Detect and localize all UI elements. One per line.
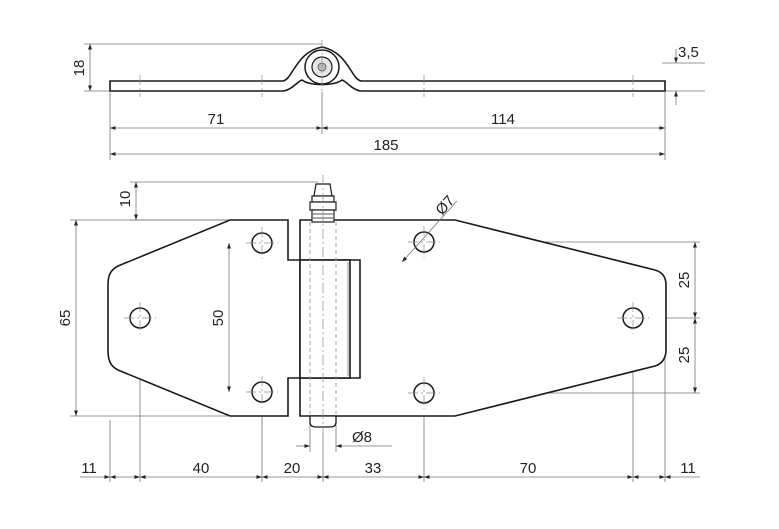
left-leaf — [107, 219, 301, 417]
left-hole-spacing-label: 50 — [210, 310, 227, 327]
bottom-dim-1: 11 — [81, 460, 97, 477]
right-length-label: 114 — [491, 111, 515, 128]
bottom-dim-3: 20 — [284, 460, 301, 477]
side-view-plate — [109, 46, 666, 92]
total-length-label: 185 — [373, 137, 398, 154]
bottom-dim-5: 70 — [520, 460, 537, 477]
side-height-label: 18 — [71, 60, 88, 77]
hole-diameter-label: Ø7 — [432, 192, 458, 218]
right-hole-spacing-top-label: 25 — [676, 272, 693, 289]
pin-diameter-label: Ø8 — [352, 429, 372, 446]
right-hole-spacing-bottom-label: 25 — [676, 347, 693, 364]
left-length-label: 71 — [208, 111, 225, 128]
right-leaf — [299, 219, 667, 417]
grease-nipple-height-label: 10 — [117, 191, 134, 208]
bottom-dim-4: 33 — [365, 460, 382, 477]
front-view: 10 Ø7 65 50 25 25 Ø8 11 40 20 33 70 — [57, 175, 700, 482]
thickness-label: 3,5 — [678, 44, 699, 61]
pin-end — [309, 415, 337, 428]
bottom-dim-6: 11 — [680, 460, 696, 477]
front-height-label: 65 — [57, 310, 74, 327]
side-view: 18 3,5 71 114 185 — [71, 40, 705, 160]
bottom-dim-2: 40 — [193, 460, 210, 477]
hinge-knuckle — [299, 259, 351, 379]
